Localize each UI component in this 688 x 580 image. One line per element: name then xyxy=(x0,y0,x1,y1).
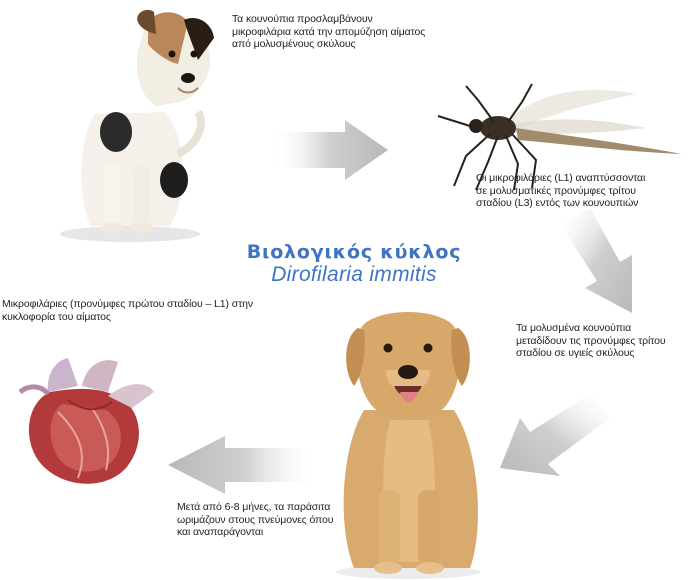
arrow-dog-to-mosquito xyxy=(272,120,388,180)
diagram-title: Βιολογικός κύκλος Dirofilaria immitis xyxy=(234,241,474,287)
arrow-labrador-to-heart xyxy=(168,436,320,494)
arrow-to-labrador xyxy=(500,394,610,476)
caption-microfilariae: Μικροφιλάριες (προνύμφες πρώτου σταδίου … xyxy=(2,298,262,323)
caption-larval-development: Οι μικροφιλάριες (L1) αναπτύσσονται σε μ… xyxy=(476,172,652,210)
heart-image xyxy=(8,352,158,492)
arrow-mosquito-down xyxy=(560,208,632,313)
jack-russell-dog-image xyxy=(38,4,220,244)
title-species: Dirofilaria immitis xyxy=(234,263,474,287)
caption-maturation: Μετά από 6-8 μήνες, τα παράσιτα ωριμάζου… xyxy=(177,501,349,539)
caption-transmission: Τα μολυσμένα κουνούπια μεταδίδουν τις πρ… xyxy=(516,322,684,360)
title-greek: Βιολογικός κύκλος xyxy=(234,241,474,263)
caption-mosquito-uptake: Τα κουνούπια προσλαμβάνουν μικροφιλάρια … xyxy=(232,13,432,51)
